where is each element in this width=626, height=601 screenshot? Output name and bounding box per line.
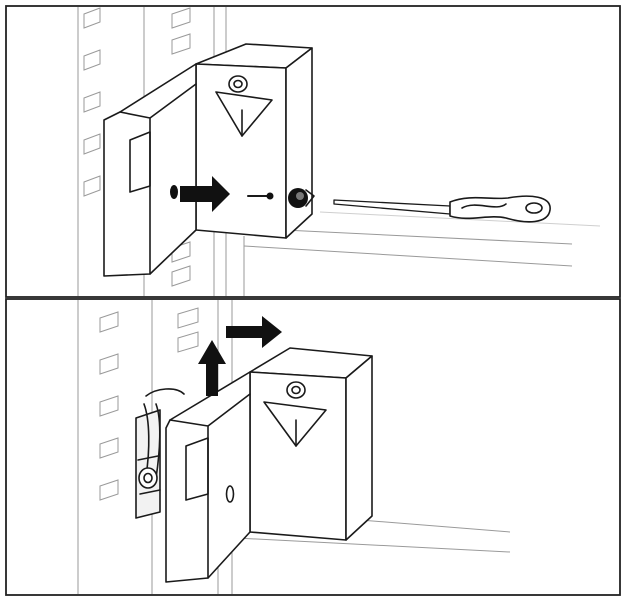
screw-removal-arrow [180,176,230,212]
panel-step-2 [5,298,621,596]
panel-2-frame [5,298,621,596]
panel-1-frame [5,5,621,298]
door-edge-lines-1 [243,211,601,267]
panel-step-1 [5,5,621,298]
screw [247,192,274,200]
screwdriver [333,195,551,223]
hinge-bracket [135,388,185,519]
slide-right-arrow [226,316,282,348]
screw-cap [288,188,315,208]
hinge-cover-2 [165,347,373,583]
door-edge-lines-2 [235,519,511,553]
hinge-cover-1 [103,43,313,277]
lift-up-arrow [198,340,226,396]
